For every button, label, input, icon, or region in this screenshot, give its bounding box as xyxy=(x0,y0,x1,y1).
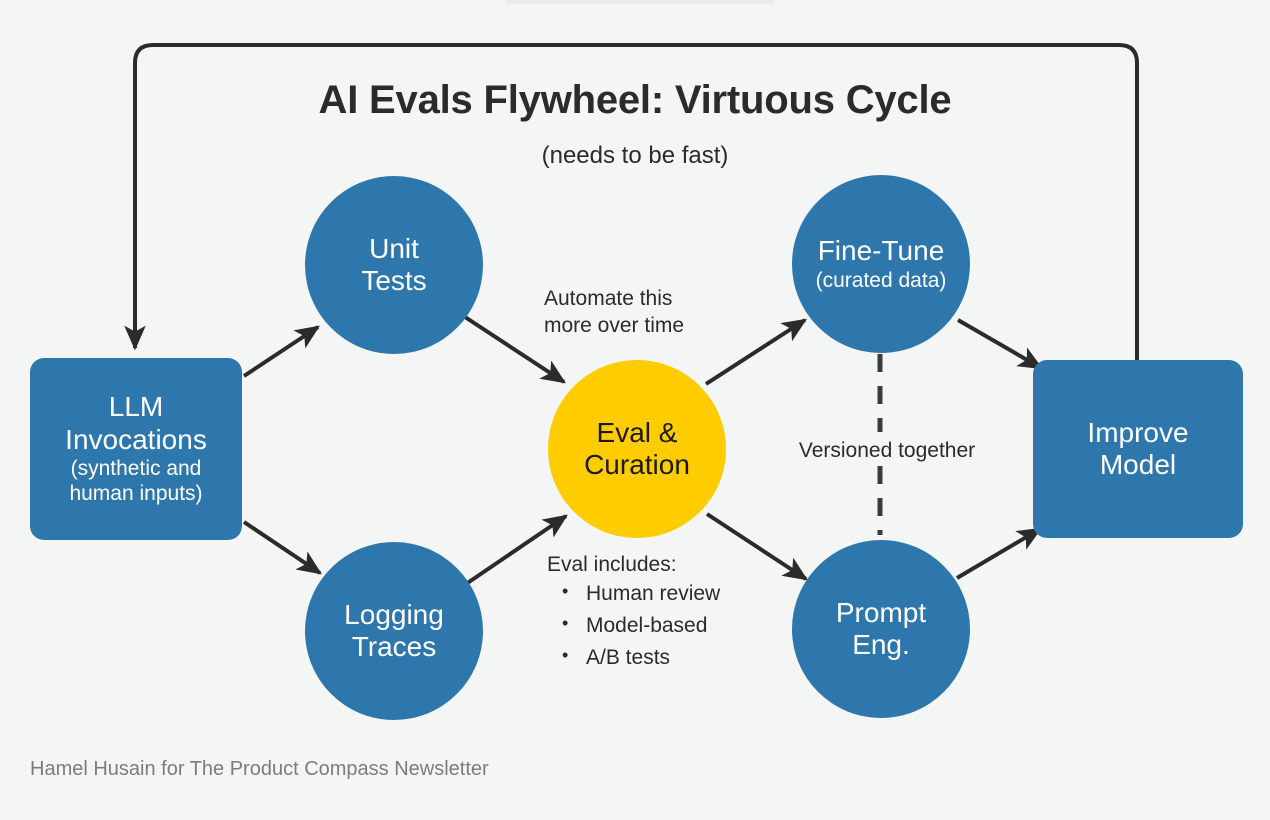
page-title: AI Evals Flywheel: Virtuous Cycle xyxy=(318,78,952,122)
node-prompt-eng-line2: Eng. xyxy=(852,629,910,660)
node-logging-traces-line1: Logging xyxy=(344,598,444,630)
node-improve-model-line1: Improve xyxy=(1087,416,1189,448)
footer-credit: Hamel Husain for The Product Compass New… xyxy=(30,758,489,780)
annotation-automate-line2: more over time xyxy=(544,313,685,337)
node-fine-tune-line2: (curated data) xyxy=(815,268,947,292)
node-llm-invocations[interactable]: LLM Invocations (synthetic and human inp… xyxy=(30,358,242,540)
node-eval-curation-line2: Curation xyxy=(584,449,690,480)
annotation-automate-over-time: Automate this more over time xyxy=(544,286,744,340)
edge-prompt-eng-to-improve-model xyxy=(955,527,1043,580)
node-llm-invocations-line2: Invocations xyxy=(65,423,207,455)
node-improve-model-line2: Model xyxy=(1099,449,1177,480)
page-subtitle: (needs to be fast) xyxy=(541,142,729,169)
edge-llm-to-logging-traces xyxy=(242,520,322,575)
node-llm-invocations-line3: (synthetic and xyxy=(70,457,202,481)
node-prompt-eng-line1: Prompt xyxy=(835,596,927,628)
node-unit-tests-line1: Unit xyxy=(369,232,419,264)
node-fine-tune-line1: Fine-Tune xyxy=(817,235,945,267)
eval-includes-list: Human review Model-based A/B tests xyxy=(547,578,777,674)
eval-includes-item: Human review xyxy=(547,578,777,610)
annotation-eval-includes: Eval includes: Human review Model-based … xyxy=(547,553,777,674)
node-llm-invocations-line4: human inputs) xyxy=(69,482,203,506)
eval-includes-item: Model-based xyxy=(547,610,777,642)
edge-llm-to-unit-tests xyxy=(242,325,321,378)
node-eval-curation[interactable]: Eval & Curation xyxy=(548,360,726,538)
node-eval-curation-line1: Eval & xyxy=(596,416,678,448)
node-llm-invocations-line1: LLM xyxy=(108,391,164,423)
node-logging-traces-line2: Traces xyxy=(351,631,437,662)
node-fine-tune[interactable]: Fine-Tune (curated data) xyxy=(792,175,970,353)
eval-includes-item: A/B tests xyxy=(547,642,777,674)
annotation-versioned-together: Versioned together xyxy=(798,439,976,462)
top-edge-sliver xyxy=(505,0,775,4)
node-prompt-eng[interactable]: Prompt Eng. xyxy=(792,540,970,718)
edge-fine-tune-to-improve-model xyxy=(956,318,1044,370)
annotation-automate-line1: Automate this xyxy=(544,287,673,310)
node-improve-model[interactable]: Improve Model xyxy=(1033,360,1243,538)
node-unit-tests-line2: Tests xyxy=(361,265,427,296)
node-unit-tests[interactable]: Unit Tests xyxy=(305,176,483,354)
node-logging-traces[interactable]: Logging Traces xyxy=(305,542,483,720)
eval-includes-title: Eval includes: xyxy=(547,553,677,576)
